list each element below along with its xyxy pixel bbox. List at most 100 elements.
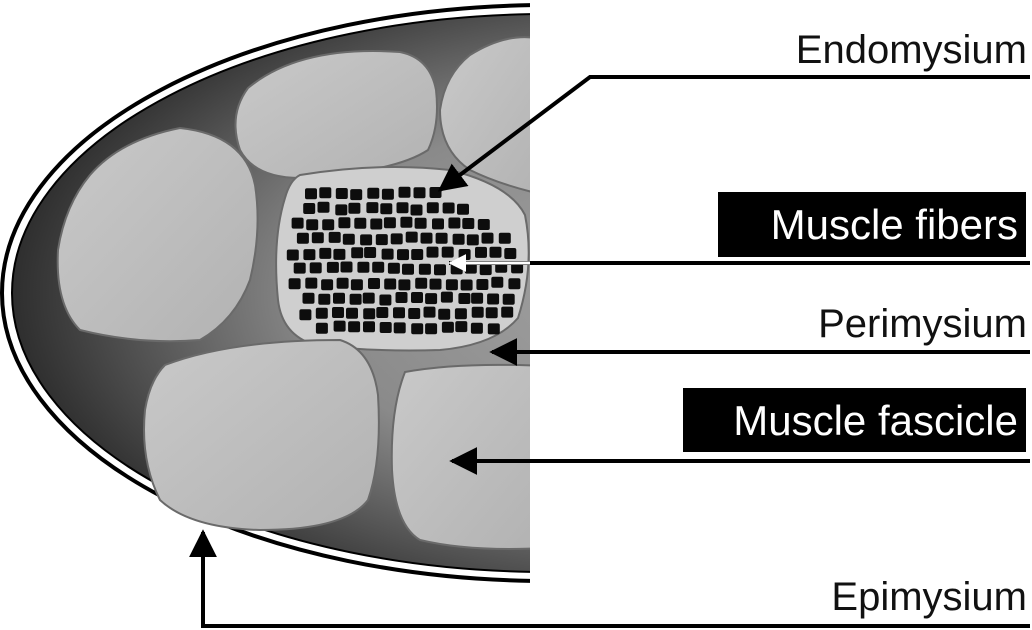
muscle-fiber — [400, 217, 412, 228]
muscle-fiber — [459, 249, 471, 260]
muscle-fiber — [443, 203, 455, 214]
muscle-fiber — [335, 204, 347, 215]
perimysium-label: Perimysium — [818, 302, 1027, 346]
muscle-fiber — [354, 218, 366, 229]
muscle-fiber — [455, 308, 467, 319]
muscle-fiber — [448, 218, 460, 229]
muscle-fascicle-label: Muscle fascicle — [733, 397, 1018, 444]
muscle-fiber — [478, 219, 490, 230]
muscle-fiber — [406, 232, 418, 243]
muscle-fiber — [415, 218, 427, 229]
muscle-fiber — [336, 188, 348, 199]
muscle-fiber — [419, 264, 431, 275]
epimysium-label: Epimysium — [831, 575, 1027, 619]
muscle-fiber — [363, 293, 375, 304]
muscle-fiber — [346, 308, 358, 319]
muscle-fiber — [488, 323, 500, 334]
muscle-fiber — [504, 248, 516, 259]
muscle-fiber — [490, 247, 502, 258]
muscle-fiber — [411, 292, 423, 303]
muscle-fiber — [476, 279, 488, 290]
muscle-body — [2, 5, 1032, 581]
muscle-fibers-label: Muscle fibers — [771, 201, 1018, 248]
muscle-fiber — [333, 249, 345, 260]
muscle-fiber — [384, 279, 396, 290]
muscle-fiber — [411, 205, 423, 216]
muscle-fiber — [425, 293, 437, 304]
muscle-fiber — [457, 204, 469, 215]
muscle-fiber — [316, 323, 328, 334]
muscle-fiber — [411, 249, 423, 260]
muscle-fiber — [472, 307, 484, 318]
muscle-fiber — [316, 308, 328, 319]
muscle-fiber — [303, 203, 315, 214]
muscle-fiber — [319, 187, 331, 198]
muscle-fiber — [376, 234, 388, 245]
muscle-fiber — [427, 247, 439, 258]
muscle-fiber — [382, 189, 394, 200]
muscle-fiber — [393, 307, 405, 318]
muscle-fiber — [475, 247, 487, 258]
muscle-fiber — [442, 247, 454, 258]
muscle-fiber — [306, 219, 318, 230]
muscle-fiber — [363, 321, 375, 332]
muscle-fiber — [442, 322, 454, 333]
muscle-fiber — [329, 232, 341, 243]
muscle-fiber — [434, 264, 446, 275]
muscle-fiber — [414, 187, 426, 198]
muscle-fiber — [372, 262, 384, 273]
muscle-fiber — [455, 321, 467, 332]
muscle-fiber — [299, 309, 311, 320]
muscle-fiber — [482, 233, 494, 244]
muscle-fiber — [333, 293, 345, 304]
muscle-fiber — [351, 247, 363, 258]
muscle-fiber — [427, 202, 439, 213]
muscle-fiber — [305, 188, 317, 199]
muscle-fiber — [471, 293, 483, 304]
muscle-fiber — [364, 247, 376, 258]
muscle-fiber — [425, 323, 437, 334]
muscle-fiber — [321, 279, 333, 290]
muscle-fiber — [360, 234, 372, 245]
muscle-fiber — [388, 263, 400, 274]
muscle-fiber — [380, 322, 392, 333]
muscle-fiber — [491, 277, 503, 288]
muscle-fiber — [396, 292, 408, 303]
muscle-fiber — [451, 263, 463, 274]
muscle-fiber — [318, 202, 330, 213]
muscle-fiber — [289, 278, 301, 289]
muscle-fiber — [334, 321, 346, 332]
muscle-fiber — [368, 278, 380, 289]
muscle-fiber — [480, 264, 492, 275]
muscle-fiber — [376, 307, 388, 318]
muscle-fiber — [350, 189, 362, 200]
muscle-fiber — [310, 262, 322, 273]
muscle-fiber — [421, 233, 433, 244]
muscle-fiber — [348, 321, 360, 332]
muscle-fiber — [363, 308, 375, 319]
muscle-fiber — [303, 249, 315, 260]
muscle-fiber — [430, 279, 442, 290]
muscle-fiber — [441, 292, 453, 303]
muscle-fiber — [337, 278, 349, 289]
muscle-fiber — [399, 187, 411, 198]
muscle-fiber — [294, 263, 306, 274]
muscle-fiber — [287, 250, 299, 261]
muscle-fiber — [384, 217, 396, 228]
muscle-fiber — [462, 218, 474, 229]
muscle-fiber — [338, 217, 350, 228]
muscle-fiber — [332, 307, 344, 318]
muscle-fiber — [394, 322, 406, 333]
muscle-fiber — [297, 233, 309, 244]
muscle-fiber — [461, 280, 473, 291]
muscle-fiber — [379, 295, 391, 306]
muscle-fiber — [327, 262, 339, 273]
muscle-fiber — [508, 278, 520, 289]
muscle-fiber — [312, 232, 324, 243]
muscle-fiber — [424, 307, 436, 318]
muscle-fiber — [397, 249, 409, 260]
muscle-fiber — [436, 233, 448, 244]
muscle-fiber — [432, 218, 444, 229]
muscle-fiber — [411, 323, 423, 334]
